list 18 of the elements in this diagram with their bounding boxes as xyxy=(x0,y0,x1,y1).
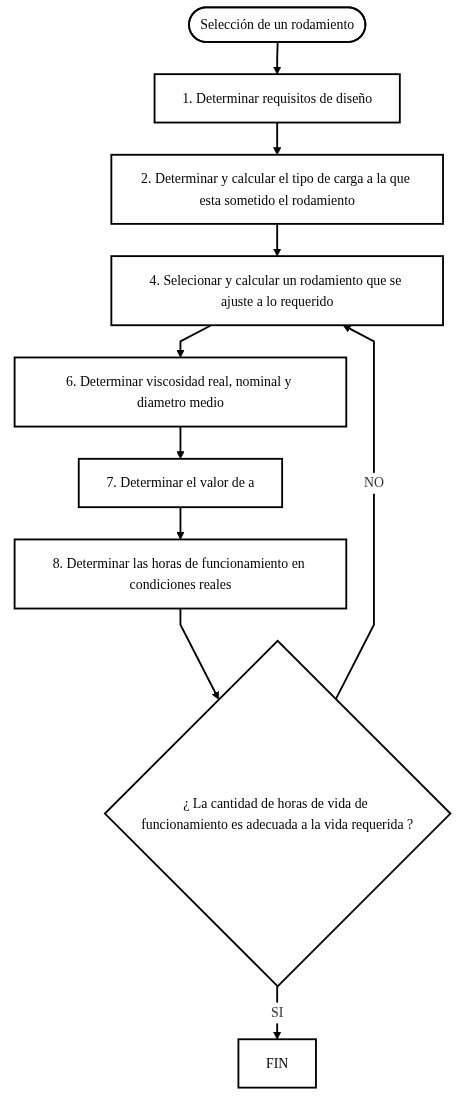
arrow xyxy=(273,222,282,257)
arrow xyxy=(273,41,282,75)
arrow xyxy=(179,607,220,700)
node-diamond: ¿ La cantidad de horas de vida de funcionamiento es adecuada a la vida requerida ? xyxy=(103,639,452,988)
node-box: 7. Determinar el valor de a xyxy=(77,457,284,509)
node-box: FIN xyxy=(237,1038,317,1089)
node-box: 6. Determinar viscosidad real, nominal y diametro medio xyxy=(13,356,348,428)
arrow xyxy=(273,121,282,156)
arrow xyxy=(176,506,185,540)
node-box: 4. Selecionar y calcular un rodamiento que se ajuste a lo requerido xyxy=(110,255,444,327)
edge-label: NO xyxy=(363,475,384,491)
arrow xyxy=(334,324,375,701)
arrow xyxy=(176,324,213,358)
node-box: 2. Determinar y calcular el tipo de carga a la que esta sometido el rodamiento xyxy=(110,153,444,225)
arrow xyxy=(176,425,185,460)
node-box: 8. Determinar las horas de funcionamiento en condiciones reales xyxy=(13,538,348,610)
node-box: 1. Determinar requisitos de diseño xyxy=(153,73,401,124)
edge-label: SI xyxy=(271,1005,284,1020)
